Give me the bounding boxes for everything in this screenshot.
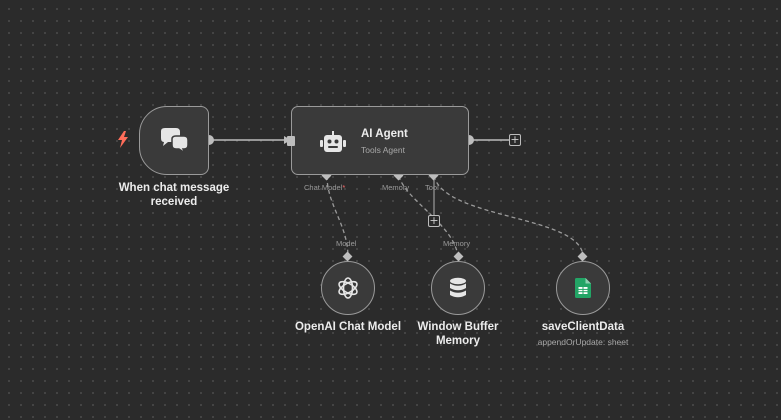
agent-title: AI Agent: [361, 128, 408, 140]
agent-subtitle: Tools Agent: [361, 145, 405, 155]
add-tool-button[interactable]: +: [428, 214, 440, 227]
memory-input-port[interactable]: [453, 251, 464, 262]
openai-input-port[interactable]: [342, 251, 353, 262]
robot-icon: [320, 131, 346, 152]
openai-icon: [338, 277, 358, 299]
database-icon: [450, 277, 466, 298]
google-sheets-icon: [575, 278, 591, 298]
sheets-node-subtitle: appendOrUpdate: sheet: [537, 337, 629, 347]
sheets-node-title: saveClientData: [541, 321, 625, 333]
openai-node-title: OpenAI Chat Model: [294, 321, 402, 333]
agent-input-port[interactable]: [287, 136, 295, 146]
openai-port-label: Model: [336, 239, 357, 248]
window-buffer-memory-node[interactable]: [431, 261, 485, 315]
lightning-bolt-icon: [118, 131, 128, 148]
chat-model-port-label: Chat Model*: [304, 183, 346, 192]
sheets-input-port[interactable]: [577, 251, 588, 262]
trigger-title: When chat message received: [118, 182, 230, 208]
memory-port-label: Memory: [382, 183, 410, 192]
ai-agent-node[interactable]: AI Agent Tools Agent: [287, 106, 469, 175]
memory-sub-port-label: Memory: [443, 239, 471, 248]
save-client-data-node[interactable]: [556, 261, 610, 315]
tool-port-label: Tool: [425, 183, 439, 192]
chat-trigger-node[interactable]: [139, 106, 209, 175]
required-marker: *: [342, 183, 346, 192]
add-next-node-button[interactable]: +: [509, 133, 521, 146]
chat-bubbles-icon: [161, 127, 189, 154]
openai-chat-model-node[interactable]: [321, 261, 375, 315]
memory-node-title: Window Buffer Memory: [417, 321, 499, 347]
